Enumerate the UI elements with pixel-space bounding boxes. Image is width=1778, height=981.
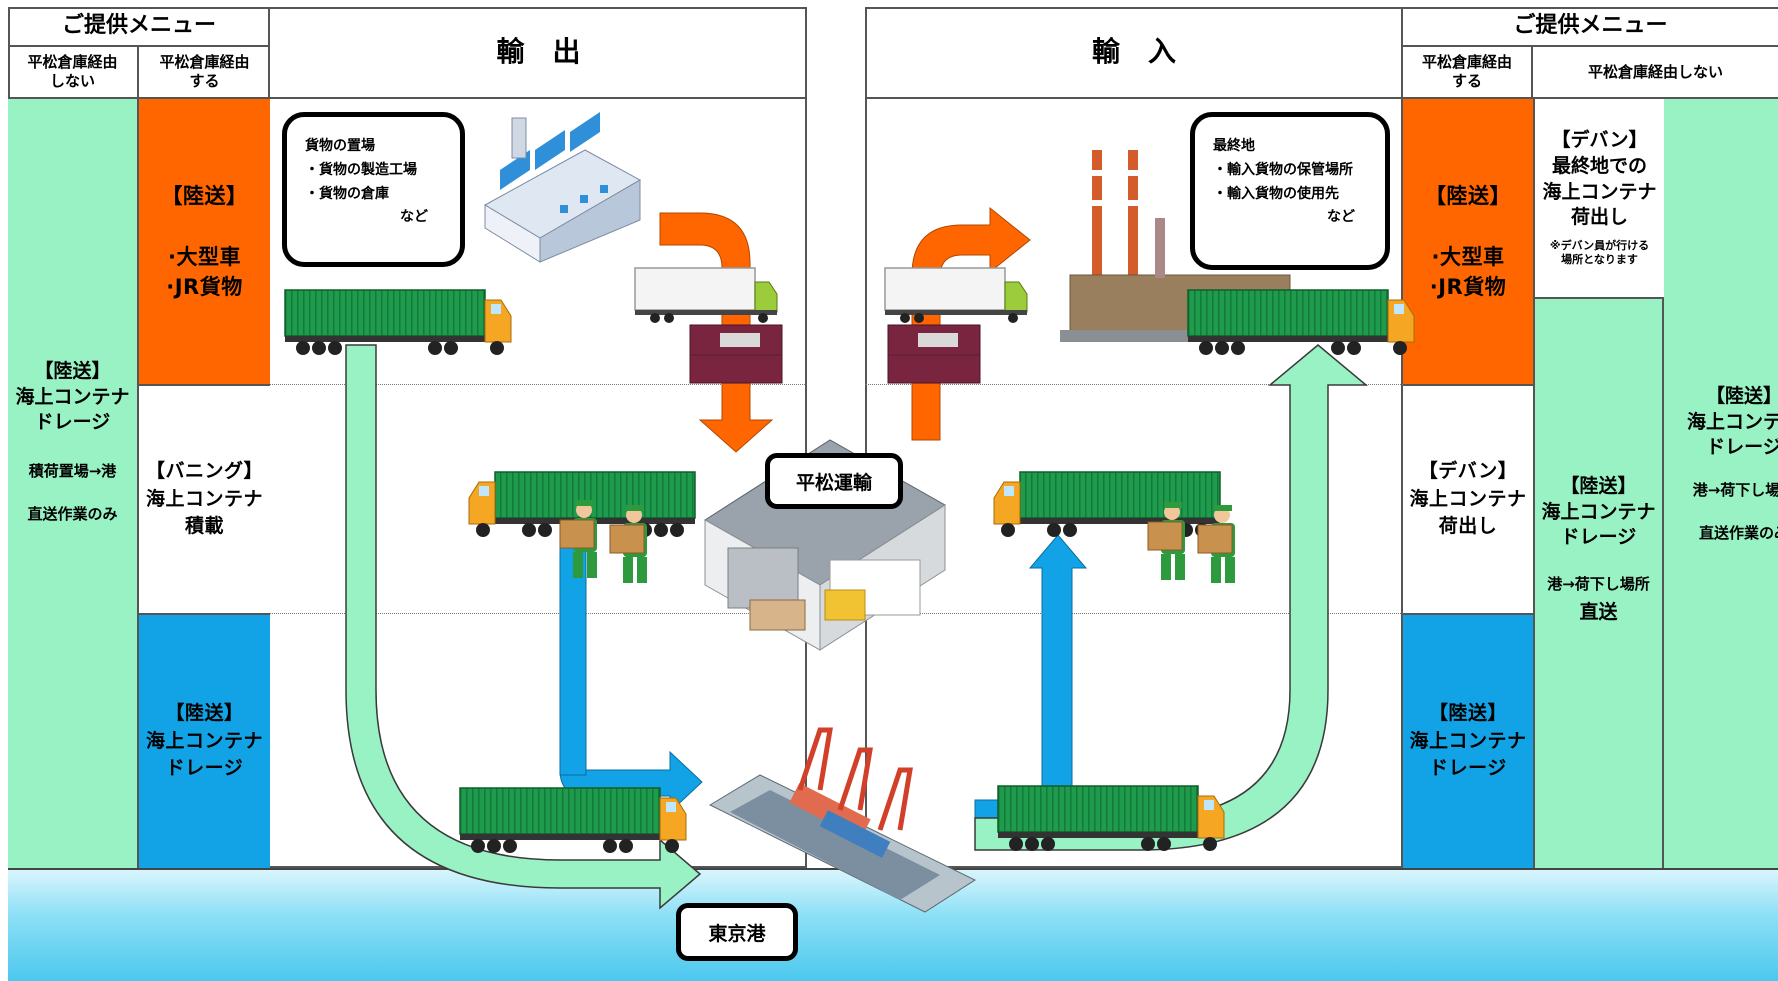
export-origin-item-1: ・貨物の製造工場	[305, 161, 417, 178]
export-divider-1	[270, 384, 807, 385]
export-origin-etc: など	[400, 209, 428, 226]
export-title: 輸 出	[270, 7, 807, 99]
import-destination-item-1: ・輸入貨物の保管場所	[1213, 161, 1353, 178]
right-devan-final-note: ※デバン員が行ける 場所となります	[1549, 238, 1650, 267]
left-row-vanning: 【バニング】 海上コンテナ 積載	[139, 384, 270, 613]
import-destination-etc: など	[1327, 209, 1355, 226]
export-origin-item-2: ・貨物の倉庫	[305, 185, 389, 202]
sea-background	[8, 868, 1778, 981]
right-col-header-via: 平松倉庫経由 する	[1403, 47, 1533, 99]
right-far-content: 【陸送】 海上コンテナ ドレージ 港→荷下し場所 直送作業のみ	[1664, 384, 1778, 544]
right-far-route: 港→荷下し場所	[1692, 480, 1778, 499]
import-destination-bubble: 最終地 ・輸入貨物の保管場所 ・輸入貨物の使用先 など	[1190, 112, 1390, 270]
export-origin-title: 貨物の置場	[305, 138, 375, 154]
import-divider-2	[865, 613, 1403, 614]
right-far-title: 【陸送】 海上コンテナ ドレージ	[1686, 385, 1778, 459]
left-row-land-transport: 【陸送】 ·大型車 ·JR貨物	[139, 99, 270, 384]
left-no-via-title: 【陸送】 海上コンテナ ドレージ	[15, 360, 130, 434]
left-row-drayage: 【陸送】 海上コンテナ ドレージ	[139, 613, 270, 868]
right-direct-cell: 【陸送】 海上コンテナ ドレージ 港→荷下し場所 直送	[1533, 299, 1664, 868]
left-no-via-column: 【陸送】 海上コンテナ ドレージ 積荷置場→港 直送作業のみ	[8, 99, 139, 868]
import-panel	[865, 7, 1403, 868]
left-no-via-note: 直送作業のみ	[27, 505, 118, 524]
import-destination-item-2: ・輸入貨物の使用先	[1213, 185, 1339, 202]
right-devan-final-cell: 【デバン】 最終地での 海上コンテナ 荷出し ※デバン員が行ける 場所となります	[1533, 99, 1664, 299]
right-direct-title: 【陸送】 海上コンテナ ドレージ	[1541, 475, 1656, 549]
right-row-drayage: 【陸送】 海上コンテナ ドレージ	[1403, 613, 1533, 868]
left-menu-title: ご提供メニュー	[8, 7, 270, 47]
right-far-cell: 【陸送】 海上コンテナ ドレージ 港→荷下し場所 直送作業のみ	[1664, 99, 1778, 868]
right-row-land-transport: 【陸送】 ·大型車 ·JR貨物	[1403, 99, 1533, 384]
export-origin-bubble: 貨物の置場 ・貨物の製造工場 ・貨物の倉庫 など	[282, 112, 465, 267]
export-divider-2	[270, 613, 807, 614]
right-direct-route: 港→荷下し場所	[1547, 574, 1650, 593]
left-no-via-route: 積荷置場→港	[28, 461, 117, 480]
left-col-header-via: 平松倉庫経由 する	[139, 47, 270, 99]
right-far-note: 直送作業のみ	[1698, 524, 1778, 543]
right-direct-label: 直送	[1579, 601, 1618, 624]
port-label: 東京港	[676, 903, 798, 961]
right-menu-title: ご提供メニュー	[1403, 7, 1778, 47]
import-divider-1	[865, 384, 1403, 385]
warehouse-label: 平松運輸	[765, 453, 903, 509]
right-row-devanning: 【デバン】 海上コンテナ 荷出し	[1403, 384, 1533, 613]
right-col-header-no-via: 平松倉庫経由しない	[1533, 47, 1778, 99]
import-title: 輸 入	[865, 7, 1403, 99]
right-devan-final-title: 【デバン】 最終地での 海上コンテナ 荷出し	[1542, 129, 1657, 229]
import-destination-title: 最終地	[1213, 138, 1255, 154]
left-col-header-no-via: 平松倉庫経由 しない	[8, 47, 139, 99]
